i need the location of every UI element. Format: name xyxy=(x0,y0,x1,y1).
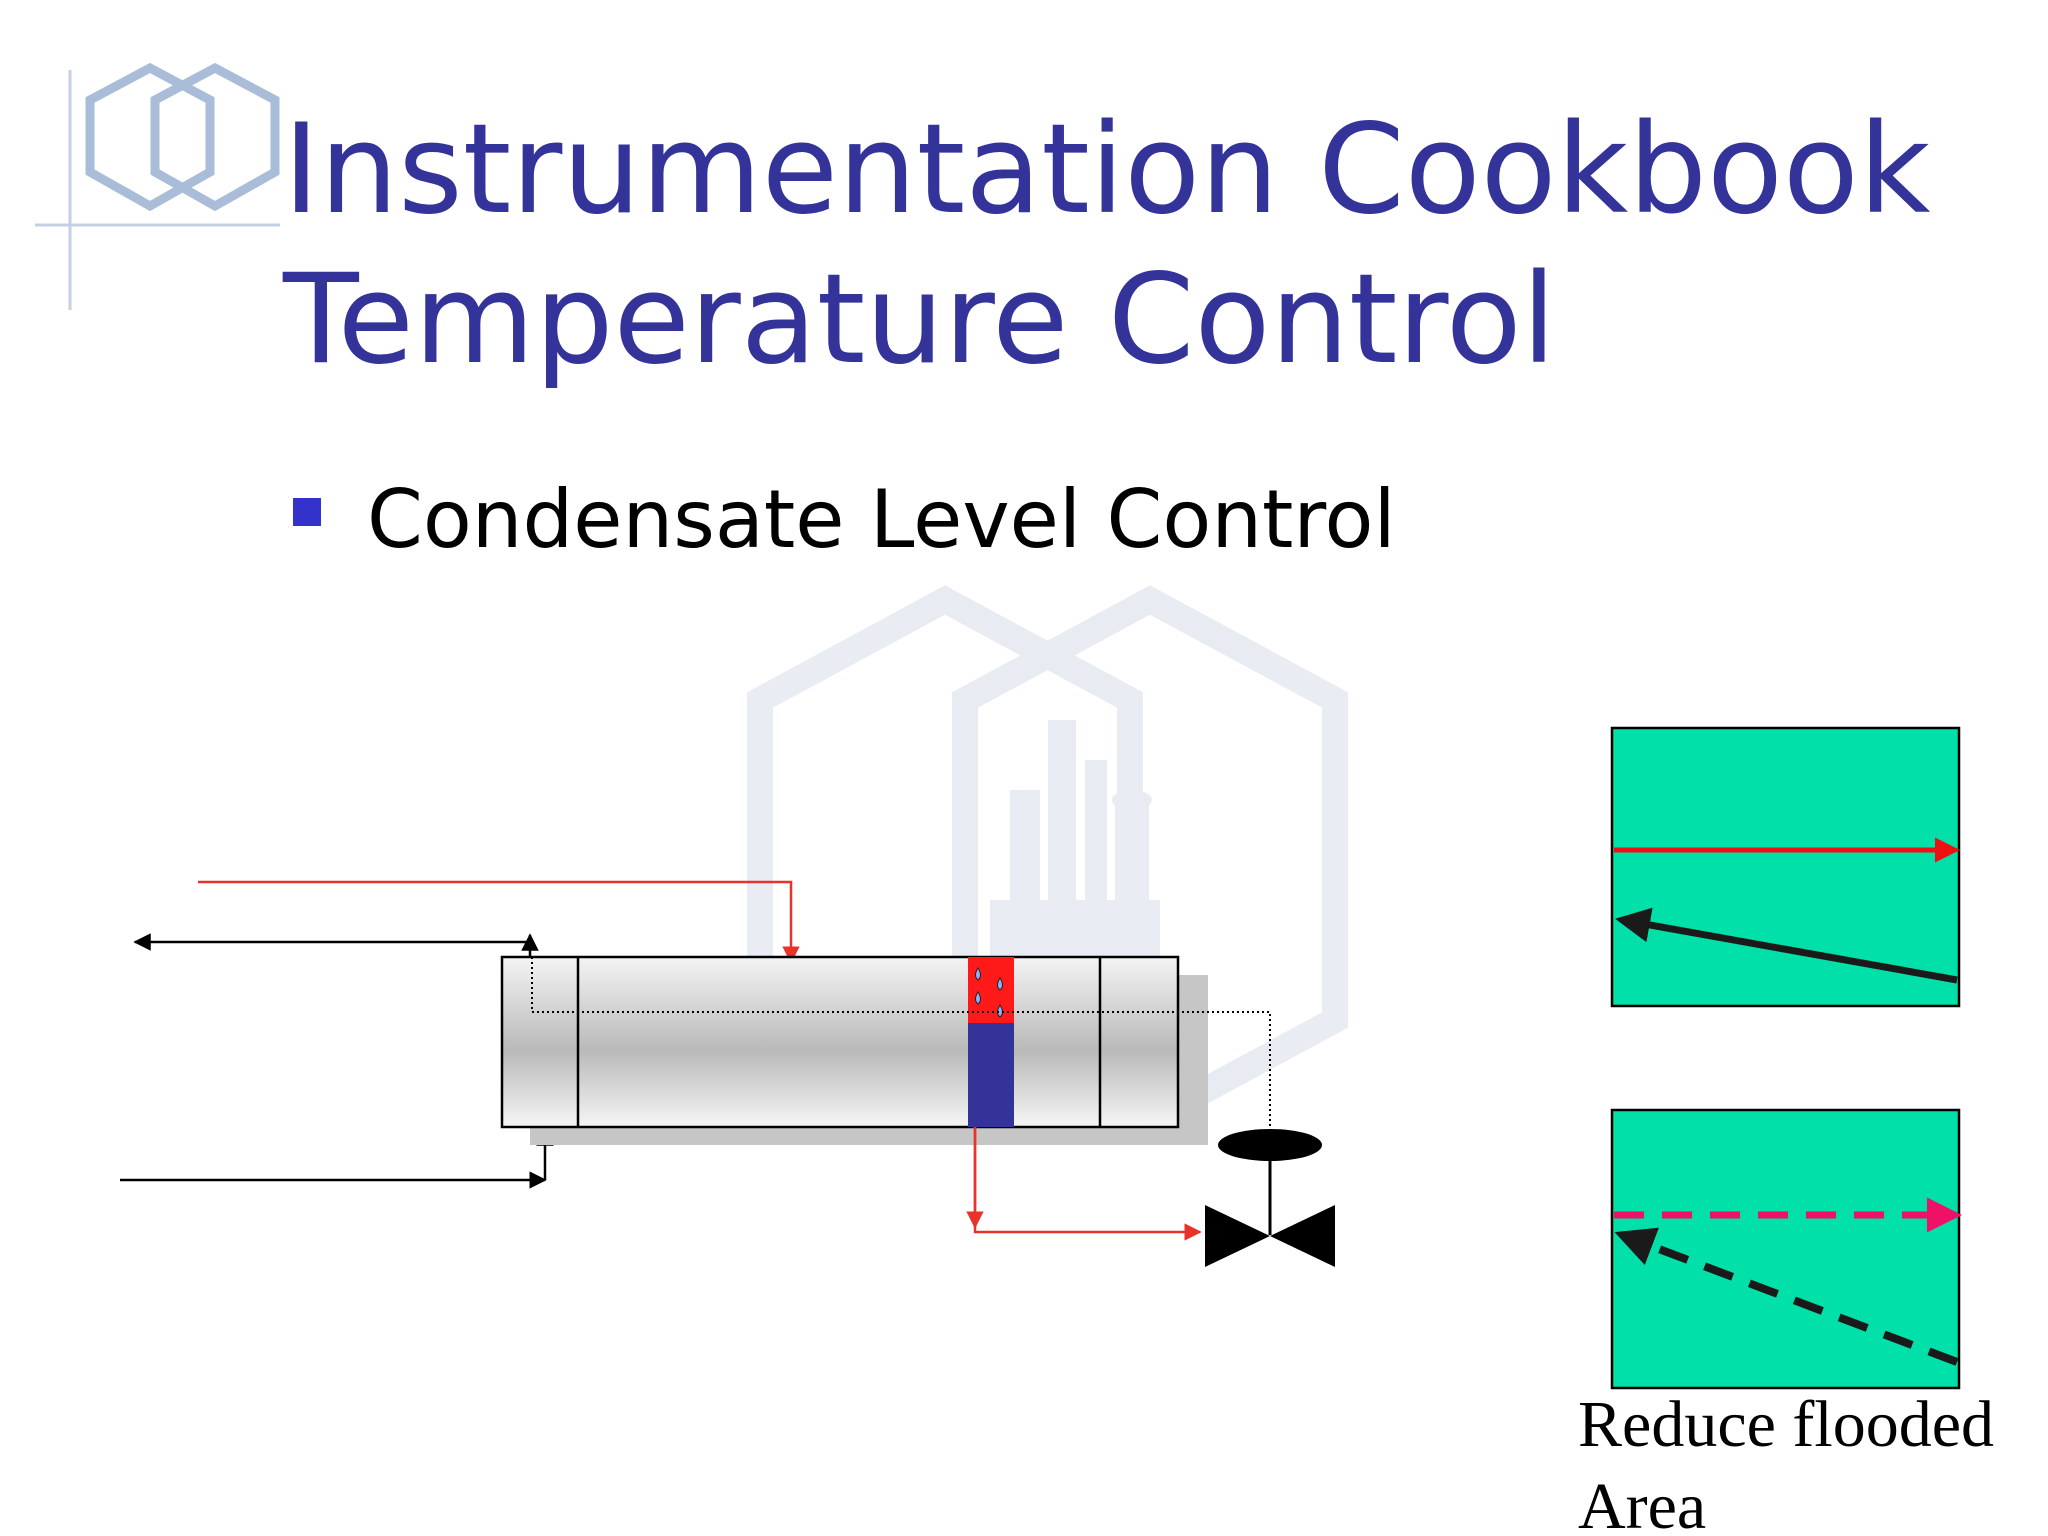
condensate-droplet-icon xyxy=(975,967,1003,1018)
temperature-profile-panel-flooded xyxy=(1610,1108,1962,1390)
steam-supply-line xyxy=(198,880,800,964)
slide-title-line-2: Temperature Control xyxy=(283,248,1557,392)
bullet-item: Condensate Level Control xyxy=(367,473,1396,566)
panel-caption-line-1: Reduce flooded xyxy=(1578,1388,1995,1461)
control-valve-icon xyxy=(1205,1129,1335,1267)
bullet-marker xyxy=(293,498,321,526)
steam-zone xyxy=(968,957,1014,1023)
double-hexagon-logo-icon xyxy=(35,62,280,310)
slide-title-line-1: Instrumentation Cookbook xyxy=(283,98,1931,242)
panel-caption-line-2: Area xyxy=(1578,1470,1707,1536)
panel-caption: Reduce flooded Area xyxy=(1578,1384,1994,1536)
condensate-level xyxy=(968,1023,1014,1127)
temperature-profile-panel-normal xyxy=(1610,726,1961,1008)
heat-exchanger xyxy=(500,955,1271,1145)
